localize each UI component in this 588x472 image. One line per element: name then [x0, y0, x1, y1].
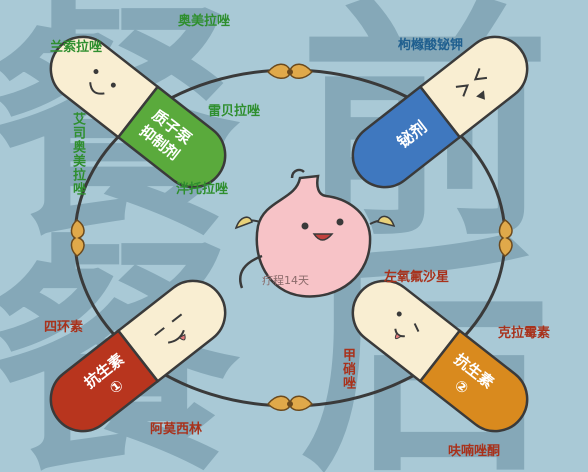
- capsule-ppi: 质子泵 抑制剂: [49, 35, 227, 189]
- capsule-bismuth: 铋剂: [351, 35, 529, 189]
- drug-label-clarithromycin: 克拉霉素: [498, 326, 551, 341]
- drug-label-tetracycline: 四环素: [44, 320, 84, 335]
- capsule-antibiotic-1: 抗生素 ①: [49, 279, 227, 433]
- ornament-right: [498, 219, 513, 257]
- ornament-top: [266, 63, 314, 79]
- ornament-bottom: [266, 395, 314, 411]
- capsule-antibiotic-2: 抗生素 ②: [351, 279, 529, 433]
- drug-label-omeprazole: 奥美拉唑: [178, 14, 231, 29]
- treatment-course-text: 疗程14天: [262, 274, 309, 287]
- drug-label-furazolidone: 呋喃唑酮: [448, 444, 501, 459]
- drug-label-amoxicillin: 阿莫西林: [150, 422, 203, 437]
- stomach-illustration: [234, 168, 396, 298]
- drug-label-metronidazole: 甲硝唑: [340, 348, 355, 390]
- drug-label-pantoprazole: 泮托拉唑: [176, 182, 229, 197]
- drug-label-bismuth-potassium-citrate: 枸橼酸铋钾: [398, 38, 464, 53]
- ornament-left: [70, 219, 85, 257]
- drug-label-levofloxacin: 左氧氟沙星: [384, 270, 450, 285]
- drug-label-esomeprazole: 艾司奥美拉唑: [70, 112, 85, 196]
- drug-label-rabeprazole: 雷贝拉唑: [208, 104, 261, 119]
- drug-label-lansoprazole: 兰索拉唑: [50, 40, 103, 55]
